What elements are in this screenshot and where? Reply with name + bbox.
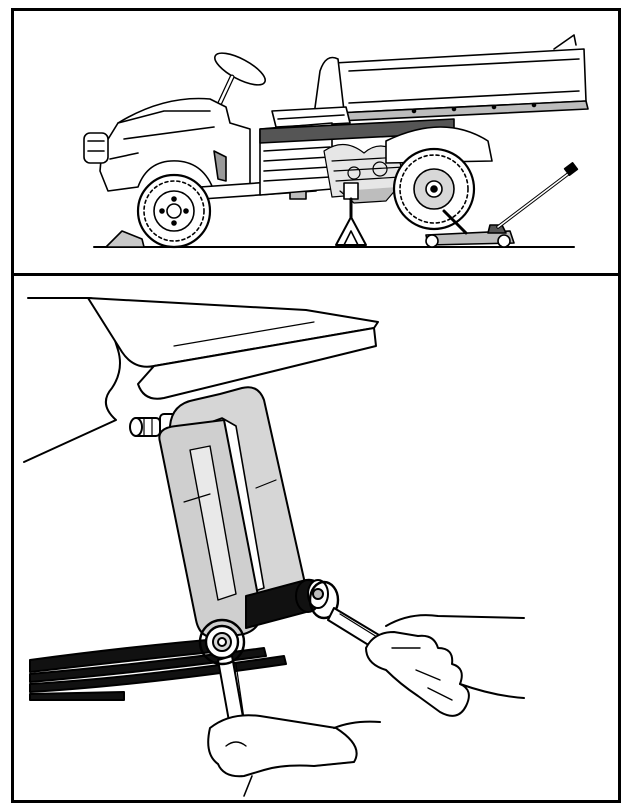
front-wheel — [138, 175, 210, 247]
lower-shackle-bolt — [206, 626, 238, 658]
leaf-spring — [30, 638, 286, 700]
shackle-detail-illustration — [14, 276, 618, 800]
seat — [272, 58, 350, 128]
vehicle-illustration — [14, 11, 618, 273]
cargo-bed — [334, 35, 588, 121]
left-hand — [208, 715, 380, 796]
right-hand — [366, 615, 524, 716]
rear-hub — [394, 149, 474, 229]
wheel-chock — [106, 231, 144, 247]
steering-wheel — [211, 47, 270, 107]
